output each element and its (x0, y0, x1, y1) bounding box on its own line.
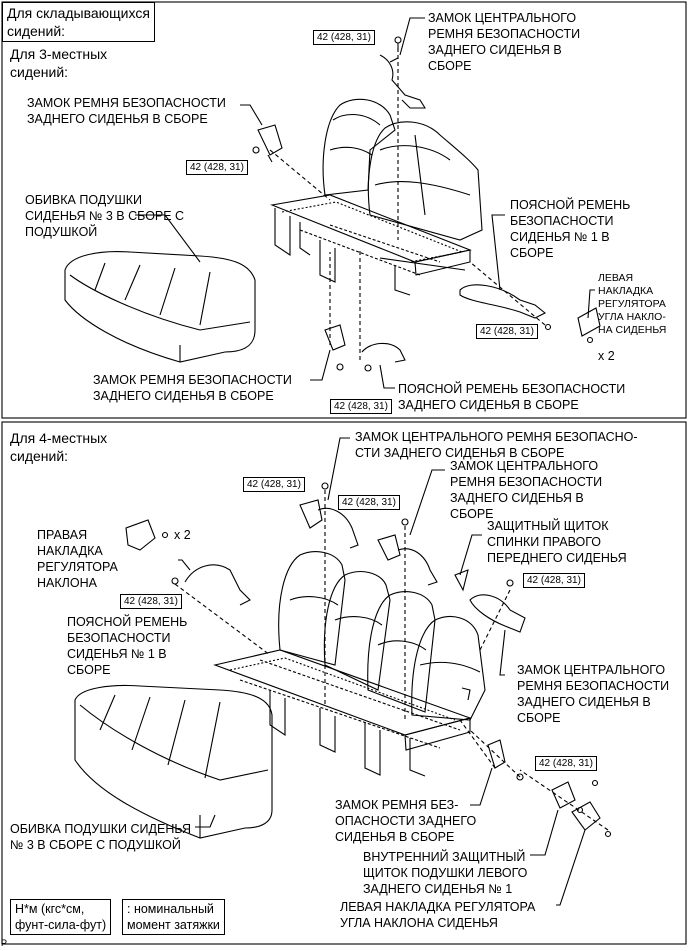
torque-spec-4-rear: 42 (428, 31) (535, 756, 597, 771)
label-4-left-recliner: ЛЕВАЯ НАКЛАДКА РЕГУЛЯТОРА УГЛА НАКЛОНА С… (340, 900, 536, 930)
torque-spec-4-a: 42 (428, 31) (243, 477, 305, 492)
label-4-center-buckle-c: ЗАМОК ЦЕНТРАЛЬНОГО РЕМНЯ БЕЗОПАСНОСТИ ЗА… (517, 663, 670, 725)
torque-spec-3-rear-buckle: 42 (428, 31) (186, 160, 248, 175)
seat-4-cushion (74, 685, 273, 839)
label-4-rear-buckle: ЗАМОК РЕМНЯ БЕЗ- ОПАСНОСТИ ЗАДНЕГО СИДЕН… (335, 798, 477, 844)
torque-spec-4-lap: 42 (428, 31) (120, 594, 182, 609)
seat-3-cushion (64, 251, 256, 363)
label-4-inner-shield: ВНУТРЕННИЙ ЗАЩИТНЫЙ ЩИТОК ПОДУШКИ ЛЕВОГО… (363, 850, 528, 896)
label-4-center-buckle-b: ЗАМОК ЦЕНТРАЛЬНОГО РЕМНЯ БЕЗОПАСНОСТИ ЗА… (450, 459, 603, 521)
folding-seats-header: Для складывающихся сидений: (2, 2, 155, 42)
label-4-center-buckle-a: ЗАМОК ЦЕНТРАЛЬНОГО РЕМНЯ БЕЗОПАСНО- СТИ … (355, 430, 638, 460)
panel-4seat-frame (1, 421, 687, 945)
label-4-front-shield: ЗАЩИТНЫЙ ЩИТОК СПИНКИ ПРАВОГО ПЕРЕДНЕГО … (487, 519, 627, 565)
label-4-x2: x 2 (174, 528, 191, 542)
legend-unit: Н*м (кгс*см, фунт-сила-фут) (10, 899, 112, 935)
seat-4-backs (278, 551, 486, 721)
seat-3-parts (252, 36, 601, 372)
label-3-lap-belt: ПОЯСНОЙ РЕМЕНЬ БЕЗОПАСНОСТИ СИДЕНЬЯ № 1 … (510, 198, 631, 260)
seat-3-backs (322, 98, 483, 241)
seat-3-frame (269, 194, 472, 296)
label-3-cushion-cover: ОБИВКА ПОДУШКИ СИДЕНЬЯ № 3 В СБОРЕ С ПОД… (25, 193, 185, 239)
label-3-center-buckle: ЗАМОК ЦЕНТРАЛЬНОГО РЕМНЯ БЕЗОПАСНОСТИ ЗА… (428, 11, 581, 73)
seat-3-dash (269, 48, 546, 360)
torque-spec-4-c: 42 (428, 31) (523, 573, 585, 588)
panel-folding-frame (1, 1, 687, 419)
label-3-rear-lap-belt: ПОЯСНОЙ РЕМЕНЬ БЕЗОПАСНОСТИ ЗАДНЕГО СИДЕ… (398, 382, 626, 412)
label-3-rear-buckle-bottom: ЗАМОК РЕМНЯ БЕЗОПАСНОСТИ ЗАДНЕГО СИДЕНЬЯ… (93, 373, 292, 403)
label-4-lap-belt: ПОЯСНОЙ РЕМЕНЬ БЕЗОПАСНОСТИ СИДЕНЬЯ № 1 … (67, 615, 188, 677)
section-4-title: Для 4-местных сидений: (10, 430, 108, 464)
torque-spec-3-lap-belt: 42 (428, 31) (476, 324, 538, 339)
label-3-left-recliner: ЛЕВАЯ НАКЛАДКА РЕГУЛЯТОРА УГЛА НАКЛО- НА… (598, 272, 667, 336)
label-4-right-recliner: ПРАВАЯ НАКЛАДКА РЕГУЛЯТОРА НАКЛОНА (37, 528, 118, 590)
torque-spec-3-center: 42 (428, 31) (313, 30, 375, 45)
torque-spec-3-rear-lap: 42 (428, 31) (330, 399, 392, 414)
seat-4-dash (174, 490, 609, 831)
seat-3-leaders (135, 17, 595, 389)
footer-code: P (1, 938, 8, 948)
seat-4-leaders (178, 437, 586, 906)
torque-spec-4-b: 42 (428, 31) (338, 495, 400, 510)
label-3-x2: x 2 (598, 349, 615, 363)
section-3-title: Для 3-местных сидений: (10, 46, 108, 80)
seat-4-frame (213, 649, 472, 777)
label-4-cushion-cover: ОБИВКА ПОДУШКИ СИДЕНЬЯ № 3 В СБОРЕ С ПОД… (10, 822, 192, 852)
legend-meaning: : номинальный момент затяжки (122, 899, 225, 935)
seat-4-parts (125, 482, 612, 838)
label-3-rear-buckle-top: ЗАМОК РЕМНЯ БЕЗОПАСНОСТИ ЗАДНЕГО СИДЕНЬЯ… (27, 96, 226, 126)
